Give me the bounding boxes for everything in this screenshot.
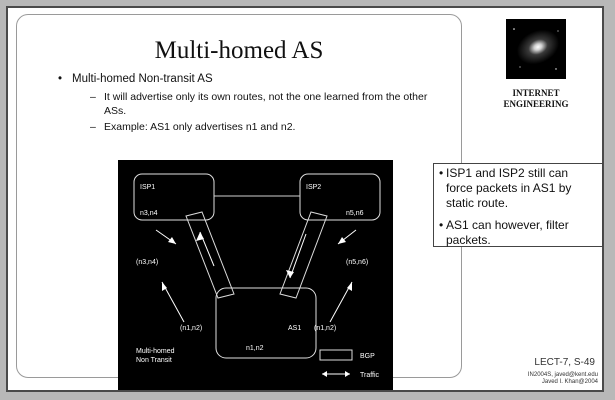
- arrow-head: [162, 282, 167, 291]
- as1-nets: n1,n2: [246, 345, 264, 352]
- right-lower-nets: (n1,n2): [314, 325, 336, 332]
- bgp-link-right: [279, 211, 328, 299]
- arrow-head: [345, 371, 350, 377]
- footer-credits: IN2004S, javed@kent.edu Javed I. Khan@20…: [488, 372, 598, 386]
- logo-line-2: ENGINEERING: [503, 99, 569, 109]
- sub-bullet-1: – It will advertise only its own routes,…: [90, 90, 434, 118]
- legend-bgp-swatch: [319, 349, 353, 361]
- callout-item-2-text: AS1 can however, filter packets.: [446, 218, 569, 247]
- bgp-link-left: [185, 211, 235, 299]
- sub-bullet-1-text: It will advertise only its own routes, n…: [104, 91, 428, 117]
- callout-item: • ISP1 and ISP2 still can force packets …: [439, 166, 598, 211]
- dash-marker: –: [90, 121, 96, 133]
- left-lower-nets: (n1,n2): [180, 325, 202, 332]
- diagram-background: [118, 160, 393, 390]
- bullet-marker: •: [439, 218, 444, 232]
- legend-traffic-label: Traffic: [360, 372, 380, 379]
- footer-author: Javed I. Khan@2004: [541, 379, 598, 385]
- callout-item: • AS1 can however, filter packets.: [439, 218, 598, 248]
- bullet-1: • Multi-homed Non-transit AS: [58, 73, 213, 85]
- isp2-nets: n5,n6: [346, 210, 364, 217]
- bullet-marker: •: [58, 73, 63, 85]
- bullet-marker: •: [439, 166, 444, 180]
- arrow-head: [322, 371, 327, 377]
- left-nets: (n3,n4): [136, 259, 158, 266]
- dash-marker: –: [90, 91, 96, 103]
- as1-label: AS1: [288, 325, 301, 332]
- note-line-2: Non Transit: [136, 357, 172, 364]
- isp2-label: ISP2: [306, 184, 321, 191]
- galaxy-icon: [506, 19, 566, 79]
- bgp-diagram: ISP1 ISP2 n3,n4 n5,n6 (n3,n4) (n5,n6) (n…: [118, 160, 393, 390]
- isp1-label: ISP1: [140, 184, 155, 191]
- callout-box: • ISP1 and ISP2 still can force packets …: [433, 163, 603, 247]
- legend-bgp-label: BGP: [360, 353, 375, 360]
- callout-item-1-text: ISP1 and ISP2 still can force packets in…: [446, 166, 572, 210]
- arrow-head: [286, 270, 294, 278]
- arrow-head: [168, 237, 176, 244]
- arrow-head: [347, 282, 352, 291]
- arrow-head: [196, 232, 204, 241]
- isp1-nets: n3,n4: [140, 210, 158, 217]
- footer-course: IN2004S, javed@kent.edu: [527, 372, 598, 378]
- bullet-1-text: Multi-homed Non-transit AS: [72, 73, 213, 85]
- isp2-box: [299, 173, 381, 221]
- sub-bullet-2: – Example: AS1 only advertises n1 and n2…: [90, 120, 296, 134]
- as1-box: [215, 287, 317, 359]
- right-nets: (n5,n6): [346, 259, 368, 266]
- slide-id: LECT-7, S-49: [534, 357, 595, 368]
- slide-title: Multi-homed AS: [154, 37, 324, 64]
- arrow-head: [338, 237, 346, 244]
- note-line-1: Multi-homed: [136, 348, 175, 355]
- isp1-box: [133, 173, 215, 221]
- sub-bullet-2-text: Example: AS1 only advertises n1 and n2.: [104, 121, 296, 133]
- traffic-arrow-right: [289, 233, 307, 279]
- logo-caption: INTERNET ENGINEERING: [482, 88, 590, 110]
- logo-line-1: INTERNET: [512, 88, 560, 98]
